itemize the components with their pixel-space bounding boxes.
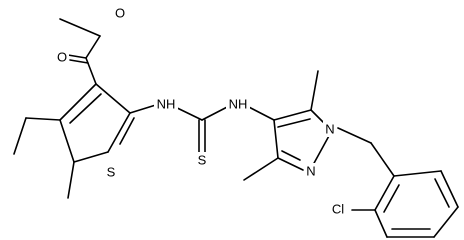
nh-right-label: NH	[229, 97, 248, 112]
bond	[273, 119, 279, 159]
bond	[337, 127, 372, 144]
atom-labels: O O S NH NH S N N Cl	[55, 5, 349, 217]
bond	[433, 206, 459, 238]
thione-sulfur-label: S	[198, 153, 207, 168]
bond	[370, 142, 395, 177]
bond	[383, 184, 400, 213]
bond	[67, 54, 87, 59]
bond	[312, 133, 331, 166]
thiophene-sulfur-label: S	[107, 165, 116, 180]
bond	[85, 35, 101, 59]
bond	[13, 117, 27, 155]
bond	[73, 151, 109, 163]
carbonyl-oxygen-label: O	[57, 50, 67, 65]
bond	[310, 109, 324, 123]
bond	[25, 117, 61, 121]
bond	[374, 209, 388, 238]
bond	[273, 109, 312, 121]
bond	[69, 93, 102, 124]
bond	[434, 178, 450, 208]
bond	[85, 57, 97, 85]
bond	[440, 170, 459, 208]
bond	[374, 175, 395, 211]
ester-oxygen-label: O	[115, 6, 125, 21]
bonds	[13, 18, 459, 238]
bond	[107, 112, 131, 153]
bond	[95, 83, 131, 114]
bond	[393, 170, 442, 177]
chlorine-label: Cl	[332, 202, 344, 217]
pyrazole-n2-label: N	[306, 164, 315, 179]
bond	[59, 18, 101, 37]
bond	[67, 161, 75, 199]
bond	[281, 150, 301, 161]
bond	[59, 83, 97, 121]
bond	[119, 117, 135, 145]
bond	[277, 157, 304, 171]
bond	[69, 59, 89, 64]
pyrazole-n1-label: N	[325, 122, 334, 137]
nh-left-label: NH	[157, 97, 176, 112]
bond	[243, 157, 279, 181]
bond	[277, 118, 311, 128]
bond	[310, 70, 319, 111]
bond	[59, 119, 75, 163]
